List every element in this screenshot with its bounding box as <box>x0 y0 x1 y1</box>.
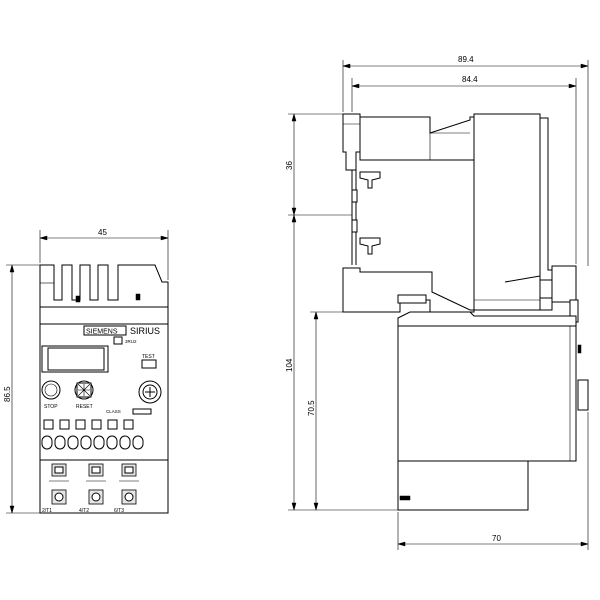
front-square-row <box>43 419 134 430</box>
front-test-label: TEST <box>142 354 155 360</box>
front-indicator-box <box>113 336 123 345</box>
side-transition <box>397 311 577 327</box>
front-dimensions: 45 86.5 <box>3 228 169 514</box>
side-lower-block <box>342 267 475 313</box>
side-right-terminal <box>551 265 577 303</box>
front-class-slider <box>132 408 152 415</box>
front-display-inner <box>47 347 105 371</box>
side-lower-body <box>397 325 577 462</box>
dim-top-height: 36 <box>285 161 294 170</box>
front-series-label: SIRIUS <box>130 326 160 336</box>
side-view <box>342 113 589 511</box>
front-brand-box <box>83 325 127 336</box>
dim-side-width-2: 84.4 <box>462 75 478 84</box>
front-top-terminal-block <box>39 264 169 308</box>
front-view: SIEMENS SIRIUS 3RU2 TEST STOP RESET CLAS… <box>39 264 169 514</box>
front-bottom-terminals <box>49 463 139 505</box>
front-terminal-3-label: 6/T3 <box>114 508 124 514</box>
front-top-tab <box>135 293 141 301</box>
front-class-label: CLASS <box>106 409 121 414</box>
dim-bottom-width: 70 <box>492 534 501 543</box>
front-brand-label: SIEMENS <box>86 329 118 336</box>
side-main-housing <box>473 113 553 311</box>
front-stop-button <box>41 380 61 400</box>
front-stop-label: STOP <box>44 404 58 410</box>
dim-front-width: 45 <box>98 228 107 237</box>
side-upper-clip <box>359 171 381 189</box>
side-button <box>577 379 589 411</box>
side-bottom-step <box>397 460 529 511</box>
side-lower-clip <box>359 237 381 255</box>
front-model-label: 3RU2 <box>125 339 137 344</box>
front-oval-row <box>41 435 144 450</box>
side-upper-block <box>359 116 475 161</box>
dim-side-overall-width: 89.4 <box>458 55 474 64</box>
side-top-terminal <box>342 113 361 171</box>
dim-rail-height: 70.5 <box>307 400 316 416</box>
front-reset-label: RESET <box>76 404 93 410</box>
front-test-button <box>141 359 157 369</box>
side-dimensions: 89.4 84.4 36 104 70.5 70 <box>285 55 589 550</box>
dim-front-height: 86.5 <box>3 386 12 402</box>
dim-side-height: 104 <box>285 358 294 372</box>
side-lower-latch <box>397 294 427 304</box>
front-terminal-2-label: 4/T2 <box>79 508 89 514</box>
front-terminal-1-label: 2/T1 <box>42 508 52 514</box>
